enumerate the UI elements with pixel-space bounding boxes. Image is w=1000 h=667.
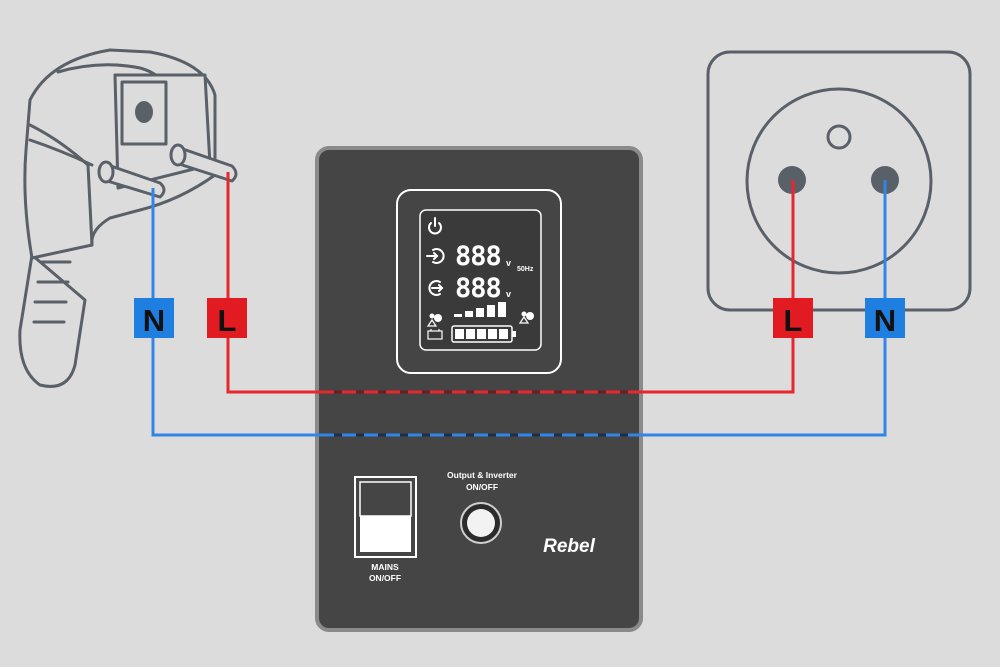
load-icon-right: [518, 311, 534, 324]
input-arrow-icon: [426, 248, 445, 264]
socket-neutral-label: N: [865, 298, 905, 338]
frequency-readout: 50Hz: [517, 266, 534, 273]
input-reading: 888: [455, 241, 501, 272]
output-button-label: Output & Inverter: [447, 470, 518, 480]
svg-text:L: L: [218, 303, 237, 338]
svg-text:L: L: [784, 303, 803, 338]
mains-switch-label-onoff: ON/OFF: [369, 573, 401, 583]
output-arrow-icon: [428, 280, 444, 296]
lcd-display: 888 v 50Hz 888 v: [396, 189, 562, 374]
output-button-label-onoff: ON/OFF: [466, 482, 498, 492]
brand-logo: Rebel: [543, 536, 595, 557]
output-reading: 888: [455, 273, 501, 304]
schuko-plug-icon: [18, 48, 238, 388]
plug-neutral-label: N: [134, 298, 174, 338]
socket-live-label: L: [773, 298, 813, 338]
plug-live-label: L: [207, 298, 247, 338]
load-bars: [454, 302, 506, 317]
socket-outlet-icon: [706, 50, 972, 312]
inverter-device: 888 v 50Hz 888 v: [315, 146, 643, 632]
live-wire: [226, 172, 795, 394]
neutral-wire: [151, 180, 887, 437]
power-icon: [428, 217, 442, 235]
output-unit: v: [506, 289, 511, 299]
load-icon: [426, 313, 442, 327]
mains-switch-label: MAINS: [371, 562, 399, 572]
battery-level: [451, 325, 516, 343]
output-inverter-button[interactable]: [460, 502, 502, 544]
svg-text:N: N: [143, 303, 165, 338]
svg-text:N: N: [874, 303, 896, 338]
input-unit: v: [506, 258, 511, 268]
mains-switch[interactable]: [354, 476, 417, 558]
battery-icon: [427, 329, 443, 340]
